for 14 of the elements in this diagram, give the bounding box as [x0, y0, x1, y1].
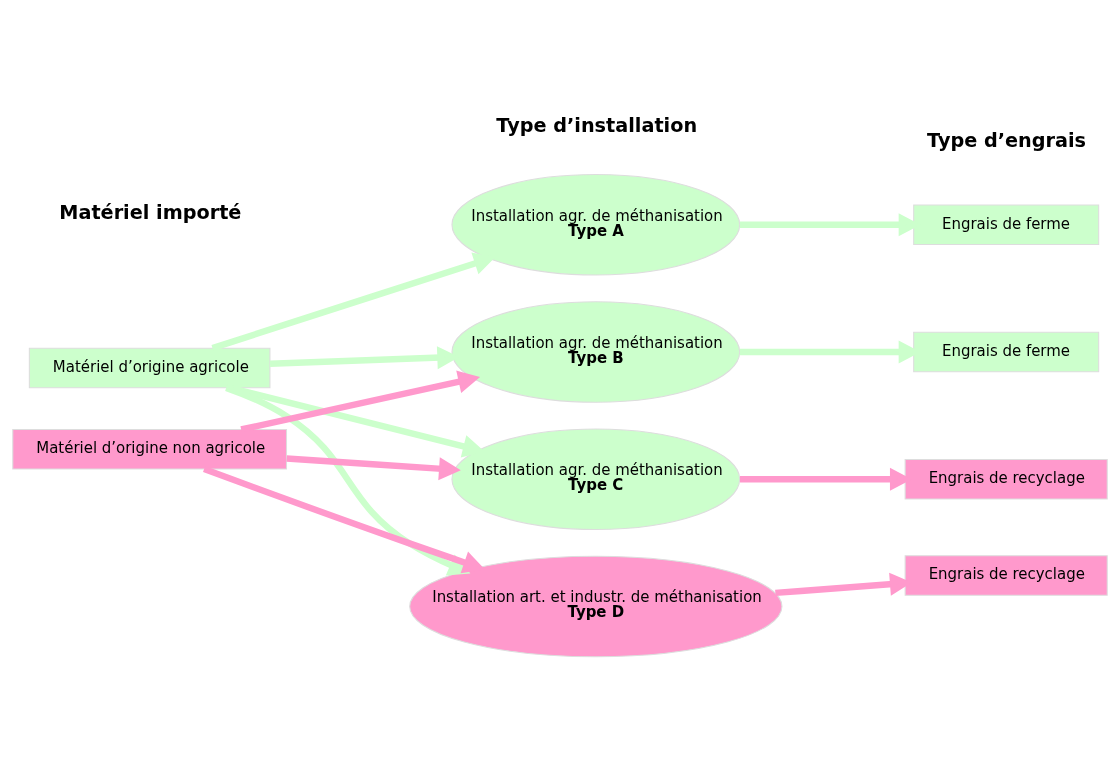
node-box: Engrais de recyclage [904, 458, 1108, 500]
label: Matériel importé [59, 200, 242, 224]
node-box: Engrais de recyclage [904, 555, 1108, 596]
arrow [286, 455, 461, 481]
node-ellipse: Installation agr. de méthanisation Type B [451, 301, 741, 403]
node-ellipse: Installation agr. de méthanisation Type C [451, 428, 741, 530]
arrow [240, 370, 481, 433]
node-box: Matériel d’origine agricole [28, 347, 271, 389]
node-box: Engrais de ferme [913, 331, 1100, 373]
node-box: Matériel d’origine non agricole [12, 428, 288, 470]
label: Type d’engrais [927, 129, 1087, 153]
node-box: Engrais de ferme [913, 204, 1100, 246]
label: Type d’installation [496, 114, 698, 138]
arrow [211, 252, 496, 352]
